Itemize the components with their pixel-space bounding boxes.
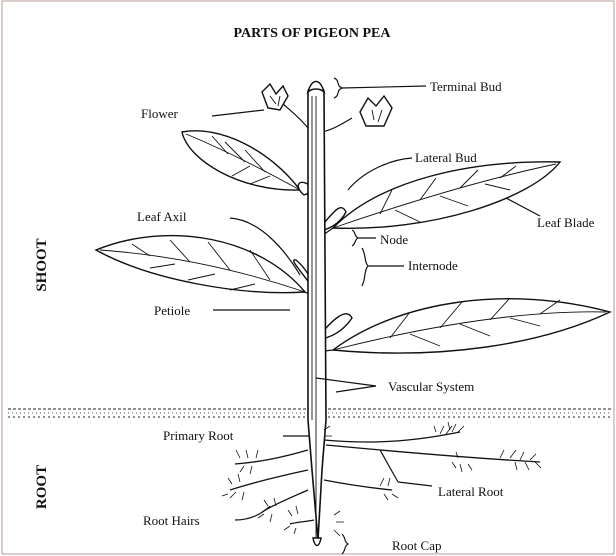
flower-right: [322, 96, 392, 132]
label-root-hairs: Root Hairs: [143, 513, 200, 528]
shoot-section-label: SHOOT: [34, 238, 50, 291]
label-lateral-root: Lateral Root: [438, 484, 504, 499]
label-primary-root: Primary Root: [163, 428, 234, 443]
leaf-left: [96, 236, 305, 293]
leaf-lower-right: [333, 298, 610, 353]
root-section-label: ROOT: [34, 465, 50, 509]
label-vascular-system: Vascular System: [388, 379, 474, 394]
label-node: Node: [380, 232, 408, 247]
label-leaf-axil: Leaf Axil: [137, 209, 187, 224]
root-cap: [313, 538, 321, 546]
label-root-cap: Root Cap: [392, 538, 441, 553]
label-terminal-bud: Terminal Bud: [430, 79, 502, 94]
label-leaf-blade: Leaf Blade: [537, 215, 595, 230]
label-flower: Flower: [141, 106, 179, 121]
leaf-upper-right: [333, 162, 560, 228]
diagram-title: PARTS OF PIGEON PEA: [233, 26, 391, 41]
flower-left: [262, 84, 308, 128]
main-stem: [308, 82, 326, 541]
label-lateral-bud: Lateral Bud: [415, 150, 477, 165]
label-petiole: Petiole: [154, 303, 190, 318]
leaf-upper-left: [182, 131, 300, 190]
lateral-roots: [230, 432, 540, 524]
label-internode: Internode: [408, 258, 458, 273]
